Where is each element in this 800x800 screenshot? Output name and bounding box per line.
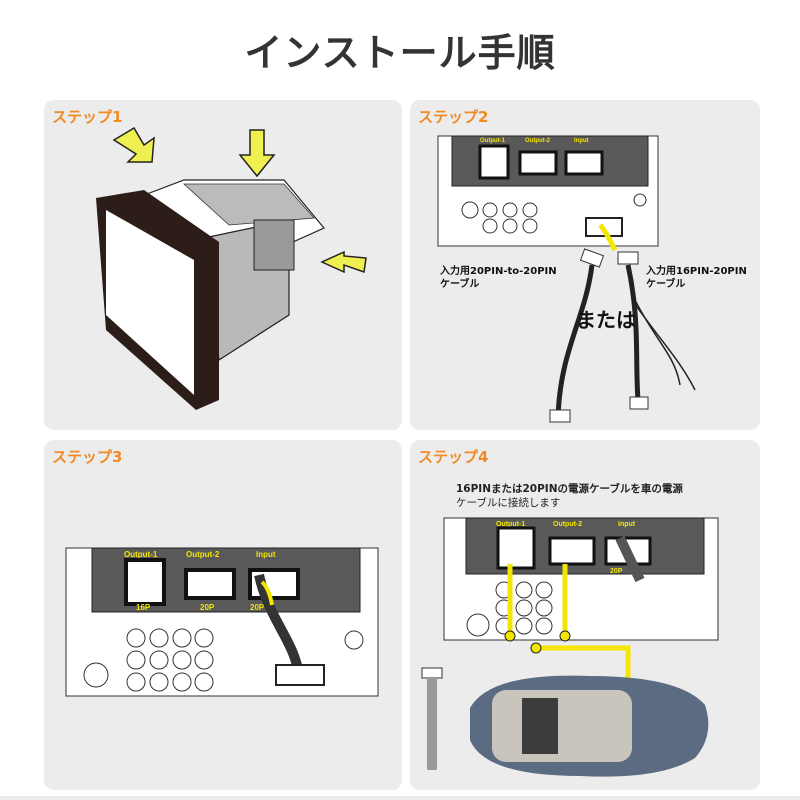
step-4-panel: ステップ4 16PINまたは20PINの電源ケーブルを車の電源 ケーブルに接続し…: [410, 440, 760, 790]
step-1-panel: ステップ1: [44, 100, 402, 430]
step-4-label: ステップ4: [418, 448, 489, 466]
rear-panel-connected-illustration: Output-1 Output-2 Input 16P 20P 20P: [65, 547, 379, 697]
arrow-icon: [320, 250, 367, 274]
cable-16pin-line2: ケーブル: [646, 279, 686, 290]
step-4-instruction: 16PINまたは20PINの電源ケーブルを車の電源 ケーブルに接続します: [456, 482, 683, 510]
output1-pins: 16P: [136, 603, 151, 612]
step-1-label: ステップ1: [52, 108, 123, 126]
page-title: インストール手順: [244, 31, 556, 75]
step-3-panel: ステップ3 Output-1 Output-2 Input 16P 20P 20…: [44, 440, 402, 790]
output2-label: Output-2: [525, 138, 551, 144]
input-pins: 20P: [250, 603, 265, 612]
step-2-label: ステップ2: [418, 108, 489, 126]
cable-20pin-line1: 入力用20PIN-to-20PIN: [440, 266, 557, 277]
arrow-icon: [238, 129, 276, 178]
cable-16pin-label: 入力用16PIN-20PIN ケーブル: [646, 265, 747, 291]
car-wiring-illustration: Output-1 Output-2 Input 20P: [421, 517, 719, 777]
output2-label: Output-2: [553, 521, 582, 528]
or-text: または: [576, 308, 636, 332]
input-label: Input: [256, 550, 276, 559]
step-3-label: ステップ3: [52, 448, 123, 466]
arrow-icon: [112, 126, 155, 163]
output2-pins: 20P: [200, 603, 215, 612]
bottom-strip: [0, 796, 800, 800]
stereo-unit-illustration: [96, 126, 367, 410]
step-2-panel: ステップ2 Output-1 Output-2 Input 入力用20PIN-t…: [410, 100, 760, 430]
instruction-line2: ケーブルに接続します: [456, 497, 561, 509]
rear-panel-illustration: Output-1 Output-2 Input: [437, 135, 696, 423]
input-label: Input: [574, 138, 589, 144]
cable-20pin-label: 入力用20PIN-to-20PIN ケーブル: [440, 265, 557, 291]
output1-label: Output-1: [496, 521, 525, 528]
car-icon: [470, 675, 709, 777]
cable-16pin-line1: 入力用16PIN-20PIN: [646, 266, 747, 277]
output2-label: Output-2: [186, 550, 220, 559]
cable-20pin-line2: ケーブル: [440, 279, 480, 290]
input-pins: 20P: [610, 568, 623, 575]
input-label: Input: [618, 521, 636, 528]
wire-harness-icon: [421, 667, 443, 770]
output1-label: Output-1: [480, 138, 506, 144]
instruction-line1: 16PINまたは20PINの電源ケーブルを車の電源: [456, 483, 683, 495]
output1-label: Output-1: [124, 550, 158, 559]
